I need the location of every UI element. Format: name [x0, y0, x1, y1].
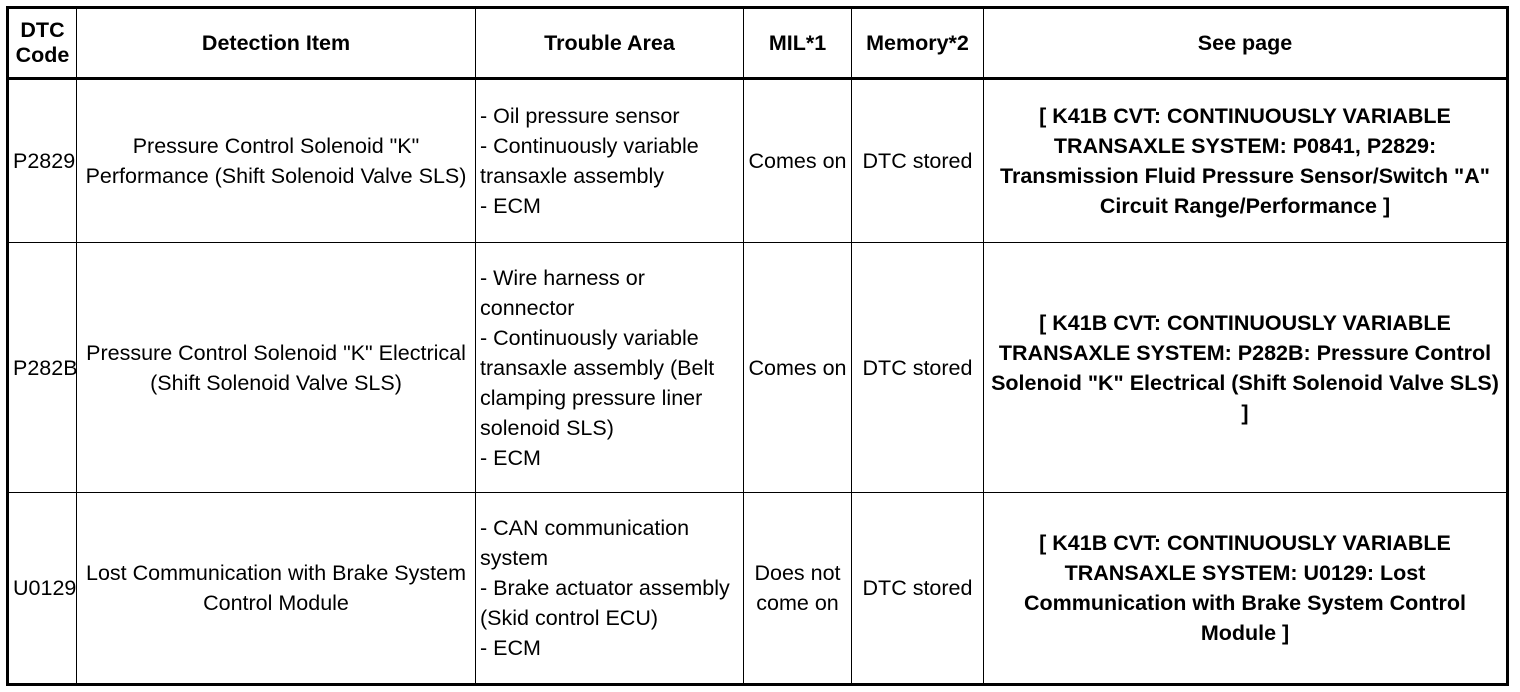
dtc-code-cell: U0129: [7, 492, 77, 685]
trouble-area-cell: - Oil pressure sensor - Continuously var…: [475, 78, 744, 243]
header-mil: MIL*1: [743, 7, 852, 80]
trouble-area-line: - ECM: [480, 636, 541, 660]
trouble-area-line: - Wire harness or connector: [480, 265, 645, 320]
trouble-area-line: - ECM: [480, 194, 541, 218]
header-see-page: See page: [983, 7, 1508, 80]
see-page-link[interactable]: [ K41B CVT: CONTINUOUSLY VARIABLE TRANSA…: [983, 78, 1508, 243]
trouble-area-line: - Brake actuator assembly (Skid control …: [480, 576, 730, 630]
see-page-link[interactable]: [ K41B CVT: CONTINUOUSLY VARIABLE TRANSA…: [983, 492, 1508, 685]
trouble-area-line: - ECM: [480, 445, 541, 470]
trouble-area-cell: - CAN communication system - Brake actua…: [475, 492, 744, 685]
memory-cell: DTC stored: [851, 78, 984, 243]
table-row: P282B Pressure Control Solenoid "K" Elec…: [7, 242, 1508, 493]
detection-item-cell: Lost Communication with Brake System Con…: [76, 492, 476, 685]
trouble-area-cell: - Wire harness or connector - Continuous…: [475, 242, 744, 493]
header-trouble-area: Trouble Area: [475, 7, 744, 80]
table-row: U0129 Lost Communication with Brake Syst…: [7, 492, 1508, 685]
header-memory: Memory*2: [851, 7, 984, 80]
memory-cell: DTC stored: [851, 492, 984, 685]
header-detection-item: Detection Item: [76, 7, 476, 80]
dtc-table: DTC Code Detection Item Trouble Area MIL…: [6, 6, 1509, 686]
trouble-area-line: - CAN communication system: [480, 516, 690, 570]
table-header-row: DTC Code Detection Item Trouble Area MIL…: [7, 7, 1508, 80]
dtc-code-cell: P282B: [7, 242, 77, 493]
mil-cell: Does not come on: [743, 492, 852, 685]
trouble-area-line: - Oil pressure sensor: [480, 104, 680, 128]
mil-cell: Comes on: [743, 242, 852, 493]
trouble-area-line: - Continuously variable transaxle assemb…: [480, 134, 699, 188]
table-row: P2829 Pressure Control Solenoid "K" Perf…: [7, 78, 1508, 243]
trouble-area-line: - Continuously variable transaxle assemb…: [480, 325, 715, 440]
dtc-code-cell: P2829: [7, 78, 77, 243]
header-dtc-code: DTC Code: [7, 7, 77, 80]
mil-cell: Comes on: [743, 78, 852, 243]
memory-cell: DTC stored: [851, 242, 984, 493]
detection-item-cell: Pressure Control Solenoid "K" Electrical…: [76, 242, 476, 493]
see-page-link[interactable]: [ K41B CVT: CONTINUOUSLY VARIABLE TRANSA…: [983, 242, 1508, 493]
detection-item-cell: Pressure Control Solenoid "K" Performanc…: [76, 78, 476, 243]
